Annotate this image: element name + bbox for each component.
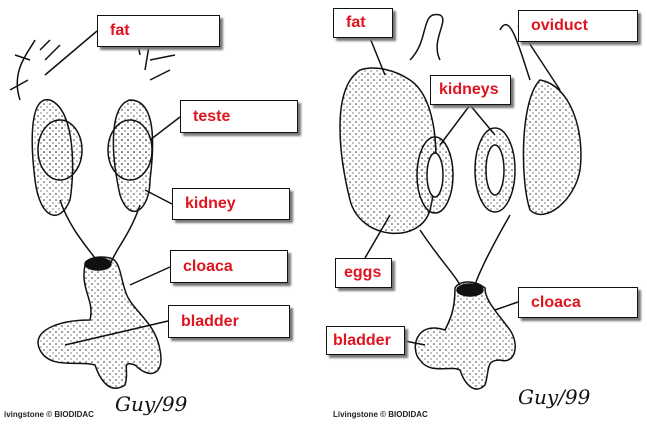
label-cloaca-male: cloaca [170,250,288,283]
label-bladder-male: bladder [168,305,290,338]
credit-male: ivingstone © BIODIDAC [4,410,94,419]
label-kidney: kidney [172,188,290,220]
label-teste: teste [180,100,298,133]
credit-female: Livingstone © BIODIDAC [333,410,428,419]
label-fat-male: fat [97,15,220,47]
label-kidneys: kidneys [430,75,511,105]
label-eggs: eggs [335,258,392,288]
label-oviduct: oviduct [518,10,638,42]
label-fat-female: fat [333,8,393,38]
signature-male: Guy/99 [115,392,188,416]
female-anatomy [339,13,582,390]
male-anatomy [9,29,181,389]
signature-female: Guy/99 [518,385,591,409]
label-bladder-female: bladder [326,326,405,355]
label-cloaca-female: cloaca [518,287,638,318]
